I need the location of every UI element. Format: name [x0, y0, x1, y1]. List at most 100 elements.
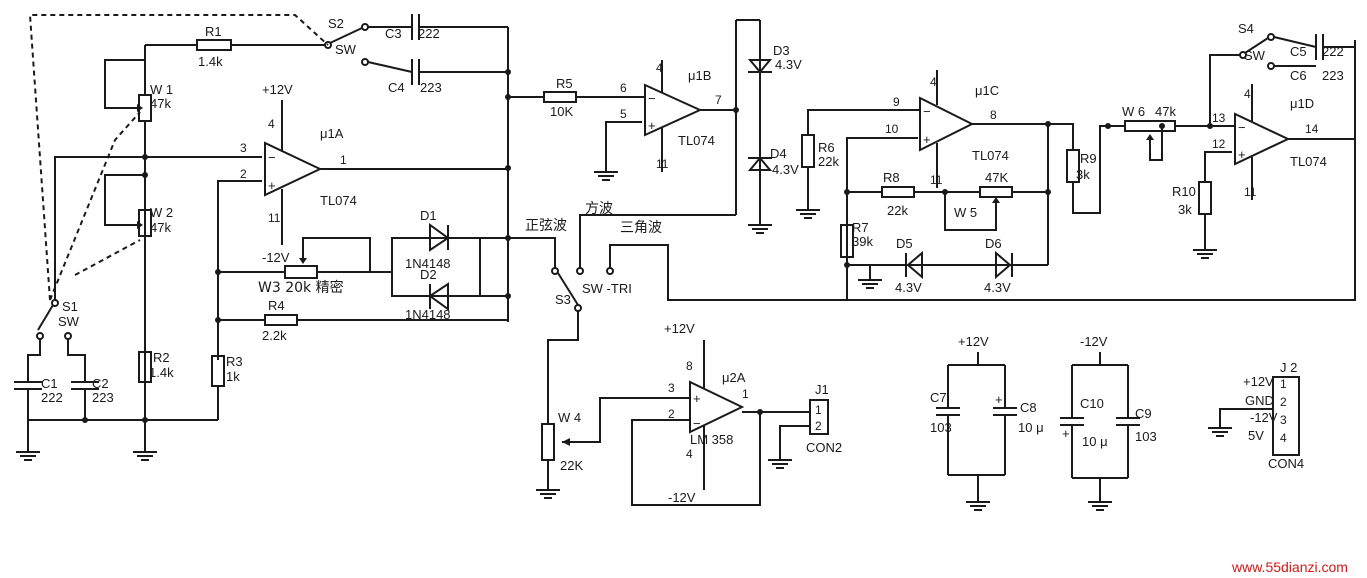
label-r4: R4	[268, 298, 285, 313]
svg-text:+: +	[268, 178, 276, 193]
label-p11a: 11	[268, 211, 281, 225]
label-j2n3: 3	[1280, 413, 1287, 427]
label-m12c: -12V	[1080, 334, 1108, 349]
label-c9: C9	[1135, 406, 1152, 421]
label-r5v: 10K	[550, 104, 573, 119]
label-p7: 7	[715, 93, 722, 107]
label-j2n4: 4	[1280, 431, 1287, 445]
label-p4b: 4	[656, 61, 663, 75]
label-c2v: 223	[92, 390, 114, 405]
label-p4c: 4	[686, 447, 693, 461]
label-p10: 10	[885, 122, 899, 136]
resistor-r4	[264, 314, 298, 326]
label-w4v: 22K	[560, 458, 583, 473]
label-w5v: 47K	[985, 170, 1008, 185]
label-p12b: +12V	[664, 321, 695, 336]
label-j2: J 2	[1280, 360, 1297, 375]
label-c10: C10	[1080, 396, 1104, 411]
label-s3: S3	[555, 292, 571, 307]
label-c7: C7	[930, 390, 947, 405]
label-r4v: 2.2k	[262, 328, 287, 343]
label-w5: W 5	[954, 205, 977, 220]
label-sine: 正弦波	[525, 218, 567, 234]
label-m12b: -12V	[668, 490, 696, 505]
label-c1v: 222	[41, 390, 63, 405]
label-j2a: +12V	[1243, 374, 1274, 389]
label-c9v: 103	[1135, 429, 1157, 444]
label-j1: J1	[815, 382, 829, 397]
label-r2: R2	[153, 350, 170, 365]
label-tl4: TL074	[1290, 154, 1327, 169]
label-r1v: 1.4k	[198, 54, 223, 69]
label-d3v: 4.3V	[775, 57, 802, 72]
resistor-r6	[801, 134, 815, 168]
opamp-u1d	[1234, 112, 1291, 166]
label-j2c: -12V	[1250, 410, 1278, 425]
label-s3sw: SW -TRI	[582, 281, 632, 296]
label-p3b: 3	[668, 381, 675, 395]
opamp-u1c	[919, 96, 975, 152]
dashed-link-w1	[49, 111, 141, 301]
label-tl1: TL074	[320, 193, 357, 208]
label-p8: 8	[990, 108, 997, 122]
label-d6: D6	[985, 236, 1002, 251]
label-d2v: 1N4148	[405, 307, 451, 322]
section-buffer: + − 3 2 1 8 4 +12V -12V μ2A LM 358 J1 1 …	[631, 321, 842, 506]
svg-text:−: −	[1238, 120, 1246, 135]
label-p4d: 4	[930, 75, 937, 89]
resistor-r3	[211, 355, 225, 387]
label-p12a: +12V	[262, 82, 293, 97]
section-power-decoupling: +12V + C7 103 C8 10 μ -12V + C10	[930, 334, 1157, 511]
label-d3: D3	[773, 43, 790, 58]
label-c5v: 222	[1322, 44, 1344, 59]
label-w2v: 47k	[150, 220, 171, 235]
section-shaper: R6 22k − + 9 10 8 4 11 μ1C TL074 R8 22k …	[795, 70, 1125, 300]
label-d1v: 1N4148	[405, 256, 451, 271]
label-u2a: μ2A	[722, 370, 746, 385]
section-output-amp: W 6 47k S4 SW C5 222 C6 223 − + 13 12 14…	[1105, 21, 1356, 259]
resistor-r8	[881, 186, 915, 198]
label-w4: W 4	[558, 410, 581, 425]
opamp-u2a	[689, 380, 745, 434]
label-u1c: μ1C	[975, 83, 999, 98]
label-u1d: μ1D	[1290, 96, 1314, 111]
section-power-connector: J 2 +12V GND -12V 5V 1 2 3 4 CON4	[1207, 360, 1304, 471]
resistor-r2	[138, 351, 152, 383]
svg-text:−: −	[693, 416, 701, 431]
opamp-u1a	[264, 141, 323, 197]
label-d5: D5	[896, 236, 913, 251]
label-s1sw: SW	[58, 314, 80, 329]
opamp-u1b	[644, 83, 703, 137]
label-c2: C2	[92, 376, 109, 391]
label-d4v: 4.3V	[772, 162, 799, 177]
label-p4a: 4	[268, 117, 275, 131]
label-r8v: 22k	[887, 203, 908, 218]
label-j2d: 5V	[1248, 428, 1264, 443]
label-c3: C3	[385, 26, 402, 41]
label-r7: R7	[852, 220, 869, 235]
label-w6v: 47k	[1155, 104, 1176, 119]
potentiometer-w4	[541, 423, 555, 461]
svg-text:−: −	[648, 91, 656, 106]
label-c10v: 10 μ	[1082, 434, 1108, 449]
label-m12a: -12V	[262, 250, 290, 265]
label-con4: CON4	[1268, 456, 1304, 471]
label-r10v: 3k	[1178, 202, 1192, 217]
potentiometer-w3	[284, 265, 318, 279]
label-c3v: 222	[418, 26, 440, 41]
label-j2n1: 1	[1280, 377, 1287, 391]
label-p1: 1	[340, 153, 347, 167]
label-c4: C4	[388, 80, 405, 95]
label-j1p2: 2	[815, 419, 822, 433]
label-r10: R10	[1172, 184, 1196, 199]
label-w3: W3 20k 精密	[258, 279, 344, 296]
label-d4: D4	[770, 146, 787, 161]
label-p2b: 2	[668, 407, 675, 421]
label-j1p1: 1	[815, 403, 822, 417]
resistor-r1	[196, 39, 232, 51]
svg-text:+: +	[648, 118, 656, 133]
label-c8: C8	[1020, 400, 1037, 415]
label-p13: 13	[1212, 111, 1226, 125]
section-comparator: R5 10K − + 6 5 7 4 11 μ1B TL074 D3 4.3V …	[508, 19, 802, 268]
label-c8v: 10 μ	[1018, 420, 1044, 435]
